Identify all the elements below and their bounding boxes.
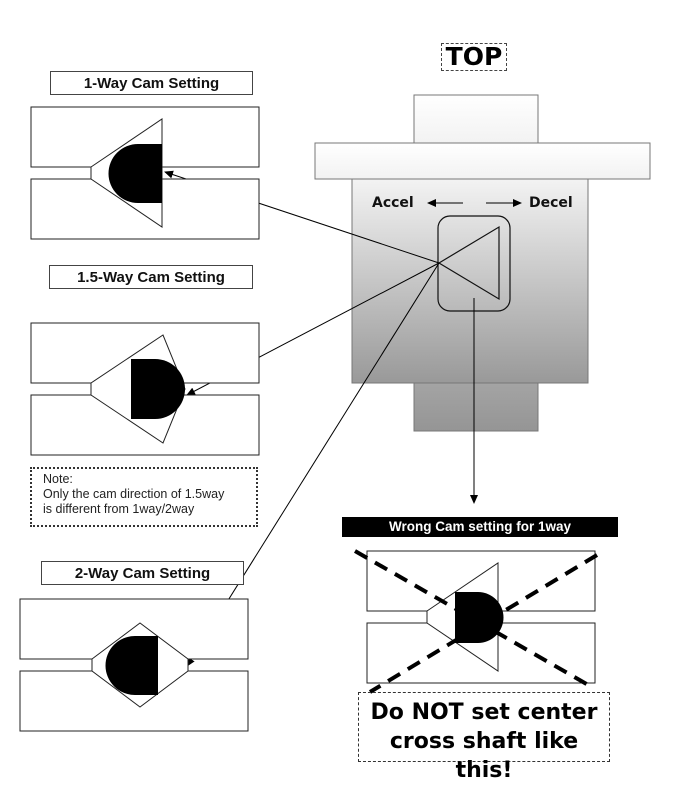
cam-block xyxy=(105,636,158,695)
cam-block xyxy=(108,144,162,203)
housing-top-block xyxy=(413,94,539,145)
wrong-cam-diagram xyxy=(354,549,599,694)
note-heading: Note: xyxy=(43,472,73,486)
cam-block xyxy=(131,359,185,419)
cross-out-line xyxy=(368,553,599,694)
warning-line-1: Do NOT set center xyxy=(370,700,598,725)
note-line-1: Only the cam direction of 1.5way xyxy=(43,487,225,501)
differential-housing xyxy=(314,94,651,432)
housing-crossbar xyxy=(314,142,651,180)
decel-label: Decel xyxy=(529,195,573,211)
top-view-label: TOP xyxy=(441,43,507,71)
warning-line-2: cross shaft like this! xyxy=(389,729,579,783)
wrong-setting-title: Wrong Cam setting for 1way xyxy=(342,517,618,537)
cam-triangle xyxy=(437,225,500,301)
accel-label: Accel xyxy=(372,195,414,211)
cam-block xyxy=(455,592,504,643)
one-way-cam-diagram xyxy=(30,106,260,240)
note-box: Note: Only the cam direction of 1.5way i… xyxy=(30,467,258,527)
one-five-way-cam-diagram xyxy=(30,322,260,456)
two-way-cam-diagram xyxy=(19,598,249,732)
housing-lower-block xyxy=(413,382,539,432)
two-way-title: 2-Way Cam Setting xyxy=(41,561,244,585)
one-way-title: 1-Way Cam Setting xyxy=(50,71,253,95)
one-five-way-title: 1.5-Way Cam Setting xyxy=(49,265,253,289)
note-line-2: is different from 1way/2way xyxy=(43,502,195,516)
warning-box: Do NOT set center cross shaft like this! xyxy=(358,692,610,783)
